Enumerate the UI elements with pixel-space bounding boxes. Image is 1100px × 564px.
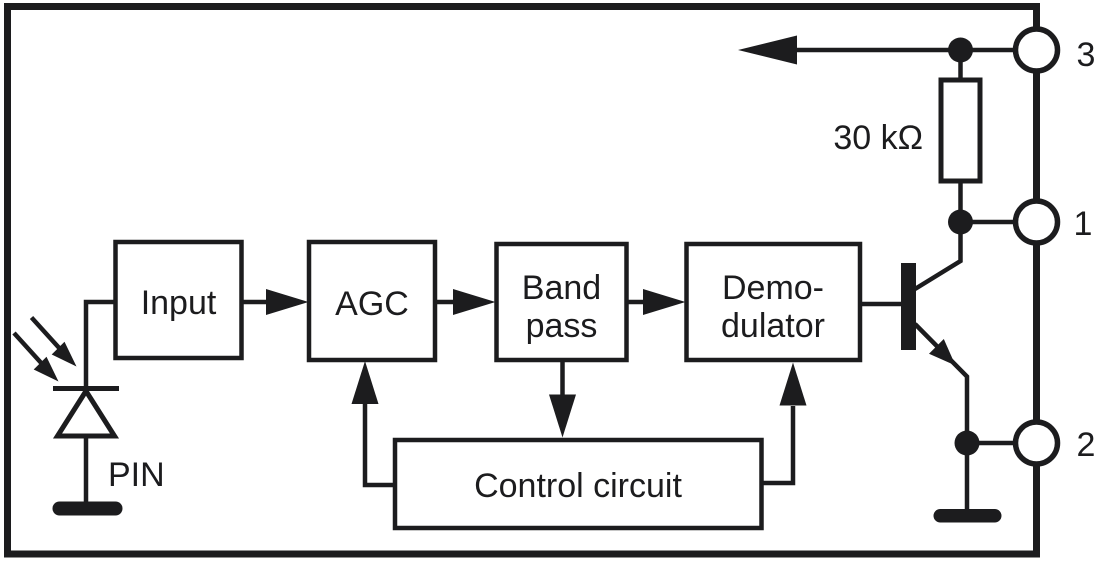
arrowhead-input-to-agc [266, 289, 309, 315]
input-block [113, 239, 244, 361]
bandpass-to-control-arrowhead [549, 394, 576, 438]
bandpass-block [494, 241, 629, 363]
transistor-collector-wire [913, 222, 963, 291]
resistor-label: 30 kΩ [833, 119, 923, 157]
junction-dot-pin3 [948, 37, 973, 63]
pin2-label: 2 [1077, 426, 1096, 464]
control-wiring [351, 360, 807, 488]
ground-symbol-right [933, 509, 1002, 523]
photodiode-label: PIN [108, 456, 165, 494]
control-to-agc-wire [362, 402, 395, 488]
control-to-demodulator-arrowhead [779, 362, 807, 406]
transistor-emitter-arrowhead [929, 339, 956, 366]
agc-block [306, 239, 438, 363]
photodiode-triangle [52, 386, 120, 439]
demodulator-block-label-line2: dulator [721, 307, 825, 345]
pin1-terminal [1012, 198, 1061, 246]
control-circuit-block [392, 437, 764, 531]
junction-dot-pin1 [948, 209, 973, 235]
input-block-label: Input [141, 284, 217, 322]
control-to-demodulator-wire [761, 406, 796, 486]
photodiode: PIN [12, 299, 165, 516]
demodulator-block-label-line1: Demo- [722, 269, 824, 307]
pin-terminals: 3 1 2 [1012, 26, 1096, 467]
transistor-base-bar [901, 263, 916, 350]
junction-dots [948, 37, 980, 456]
control-circuit-block-label: Control circuit [474, 467, 682, 505]
function-blocks: Input AGC Band pass Demo- dulator Contro… [113, 239, 863, 531]
arrowhead-agc-to-bandpass [453, 289, 496, 315]
pin3-terminal [1012, 26, 1061, 74]
resistor [938, 77, 983, 184]
bandpass-block-label-line1: Band [522, 269, 601, 307]
ground-symbol-left [52, 501, 123, 516]
demodulator-block [684, 241, 863, 363]
light-rays-icon [12, 315, 77, 382]
pin2-terminal [1012, 419, 1061, 467]
junction-dot-pin2 [954, 430, 980, 456]
transistor [857, 222, 1037, 523]
output-arrowhead [738, 35, 797, 65]
signal-arrows [241, 289, 686, 315]
agc-block-label: AGC [335, 285, 409, 323]
arrowhead-bandpass-to-demodulator [643, 289, 686, 315]
bandpass-block-label-line2: pass [526, 307, 598, 345]
output-branch: 30 kΩ [738, 35, 1037, 225]
pin1-label: 1 [1074, 205, 1093, 243]
pin3-label: 3 [1077, 36, 1096, 74]
photodiode-wire [83, 299, 116, 387]
control-to-agc-arrowhead [351, 361, 379, 404]
transistor-emitter-wire [913, 322, 970, 443]
module-outline [4, 3, 1040, 558]
